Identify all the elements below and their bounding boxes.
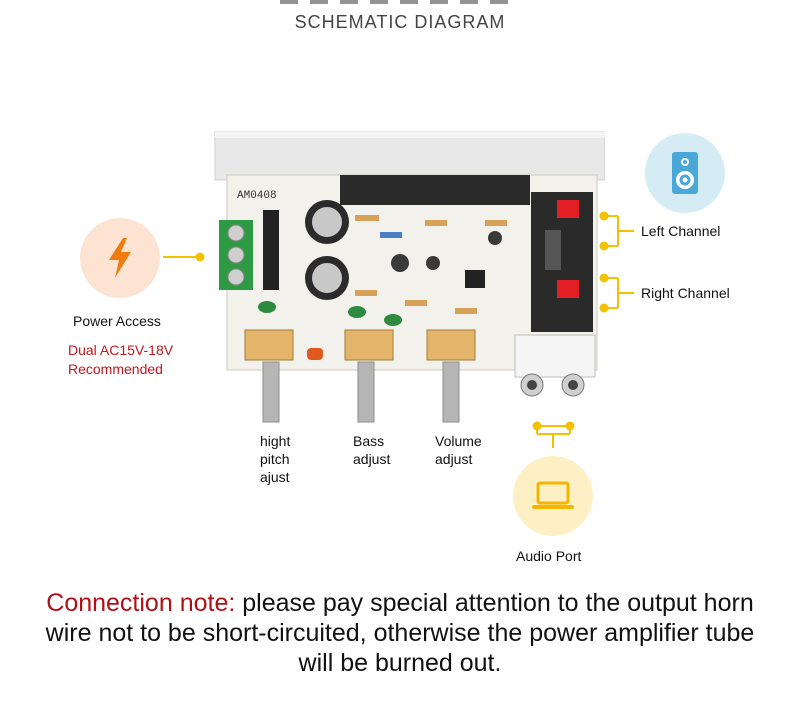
high-pitch-label: hight pitch ajust — [260, 433, 291, 485]
cropped-heading-top — [0, 0, 800, 4]
page-heading: SCHEMATIC DIAGRAM — [294, 12, 506, 32]
left-channel-label: Left Channel — [641, 223, 721, 239]
connection-note: Connection note: please pay special atte… — [40, 588, 760, 678]
board-marking: AM0408 — [237, 190, 277, 202]
power-icon-circle — [80, 218, 160, 298]
speaker-icon-circle — [645, 133, 725, 213]
speaker-icon — [672, 152, 698, 194]
audio-icon-circle — [513, 456, 593, 536]
amplifier-board: AM0408 — [214, 131, 605, 423]
power-access-label: Power Access — [73, 313, 161, 329]
power-spec-line2: Recommended — [68, 361, 163, 377]
audio-port-label: Audio Port — [516, 548, 582, 564]
power-spec-line1: Dual AC15V-18V — [68, 342, 174, 358]
connection-note-text: please pay special attention to the outp… — [45, 589, 755, 677]
volume-label: Volume adjust — [435, 433, 482, 467]
right-channel-label: Right Channel — [641, 285, 730, 301]
connection-note-prefix: Connection note: — [46, 589, 236, 617]
laptop-icon — [532, 481, 574, 509]
lightning-bolt-icon — [109, 238, 131, 278]
bass-label: Bass adjust — [353, 433, 391, 467]
